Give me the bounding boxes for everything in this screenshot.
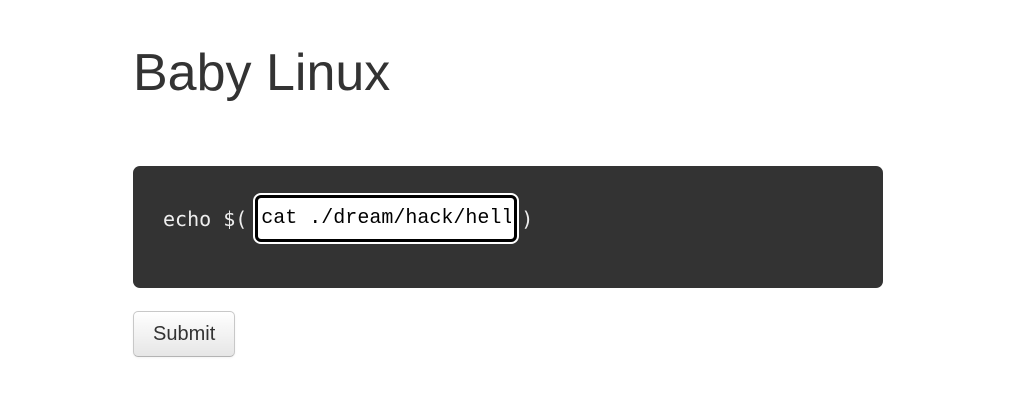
main-container: Baby Linux echo $() Submit bbox=[133, 0, 883, 357]
command-panel: echo $() bbox=[133, 166, 883, 288]
page-title: Baby Linux bbox=[133, 44, 391, 102]
command-suffix: ) bbox=[521, 206, 534, 231]
command-input[interactable] bbox=[255, 195, 518, 242]
submit-button[interactable]: Submit bbox=[133, 311, 236, 357]
command-prefix: echo $( bbox=[163, 206, 248, 231]
command-line: echo $() bbox=[163, 195, 853, 242]
